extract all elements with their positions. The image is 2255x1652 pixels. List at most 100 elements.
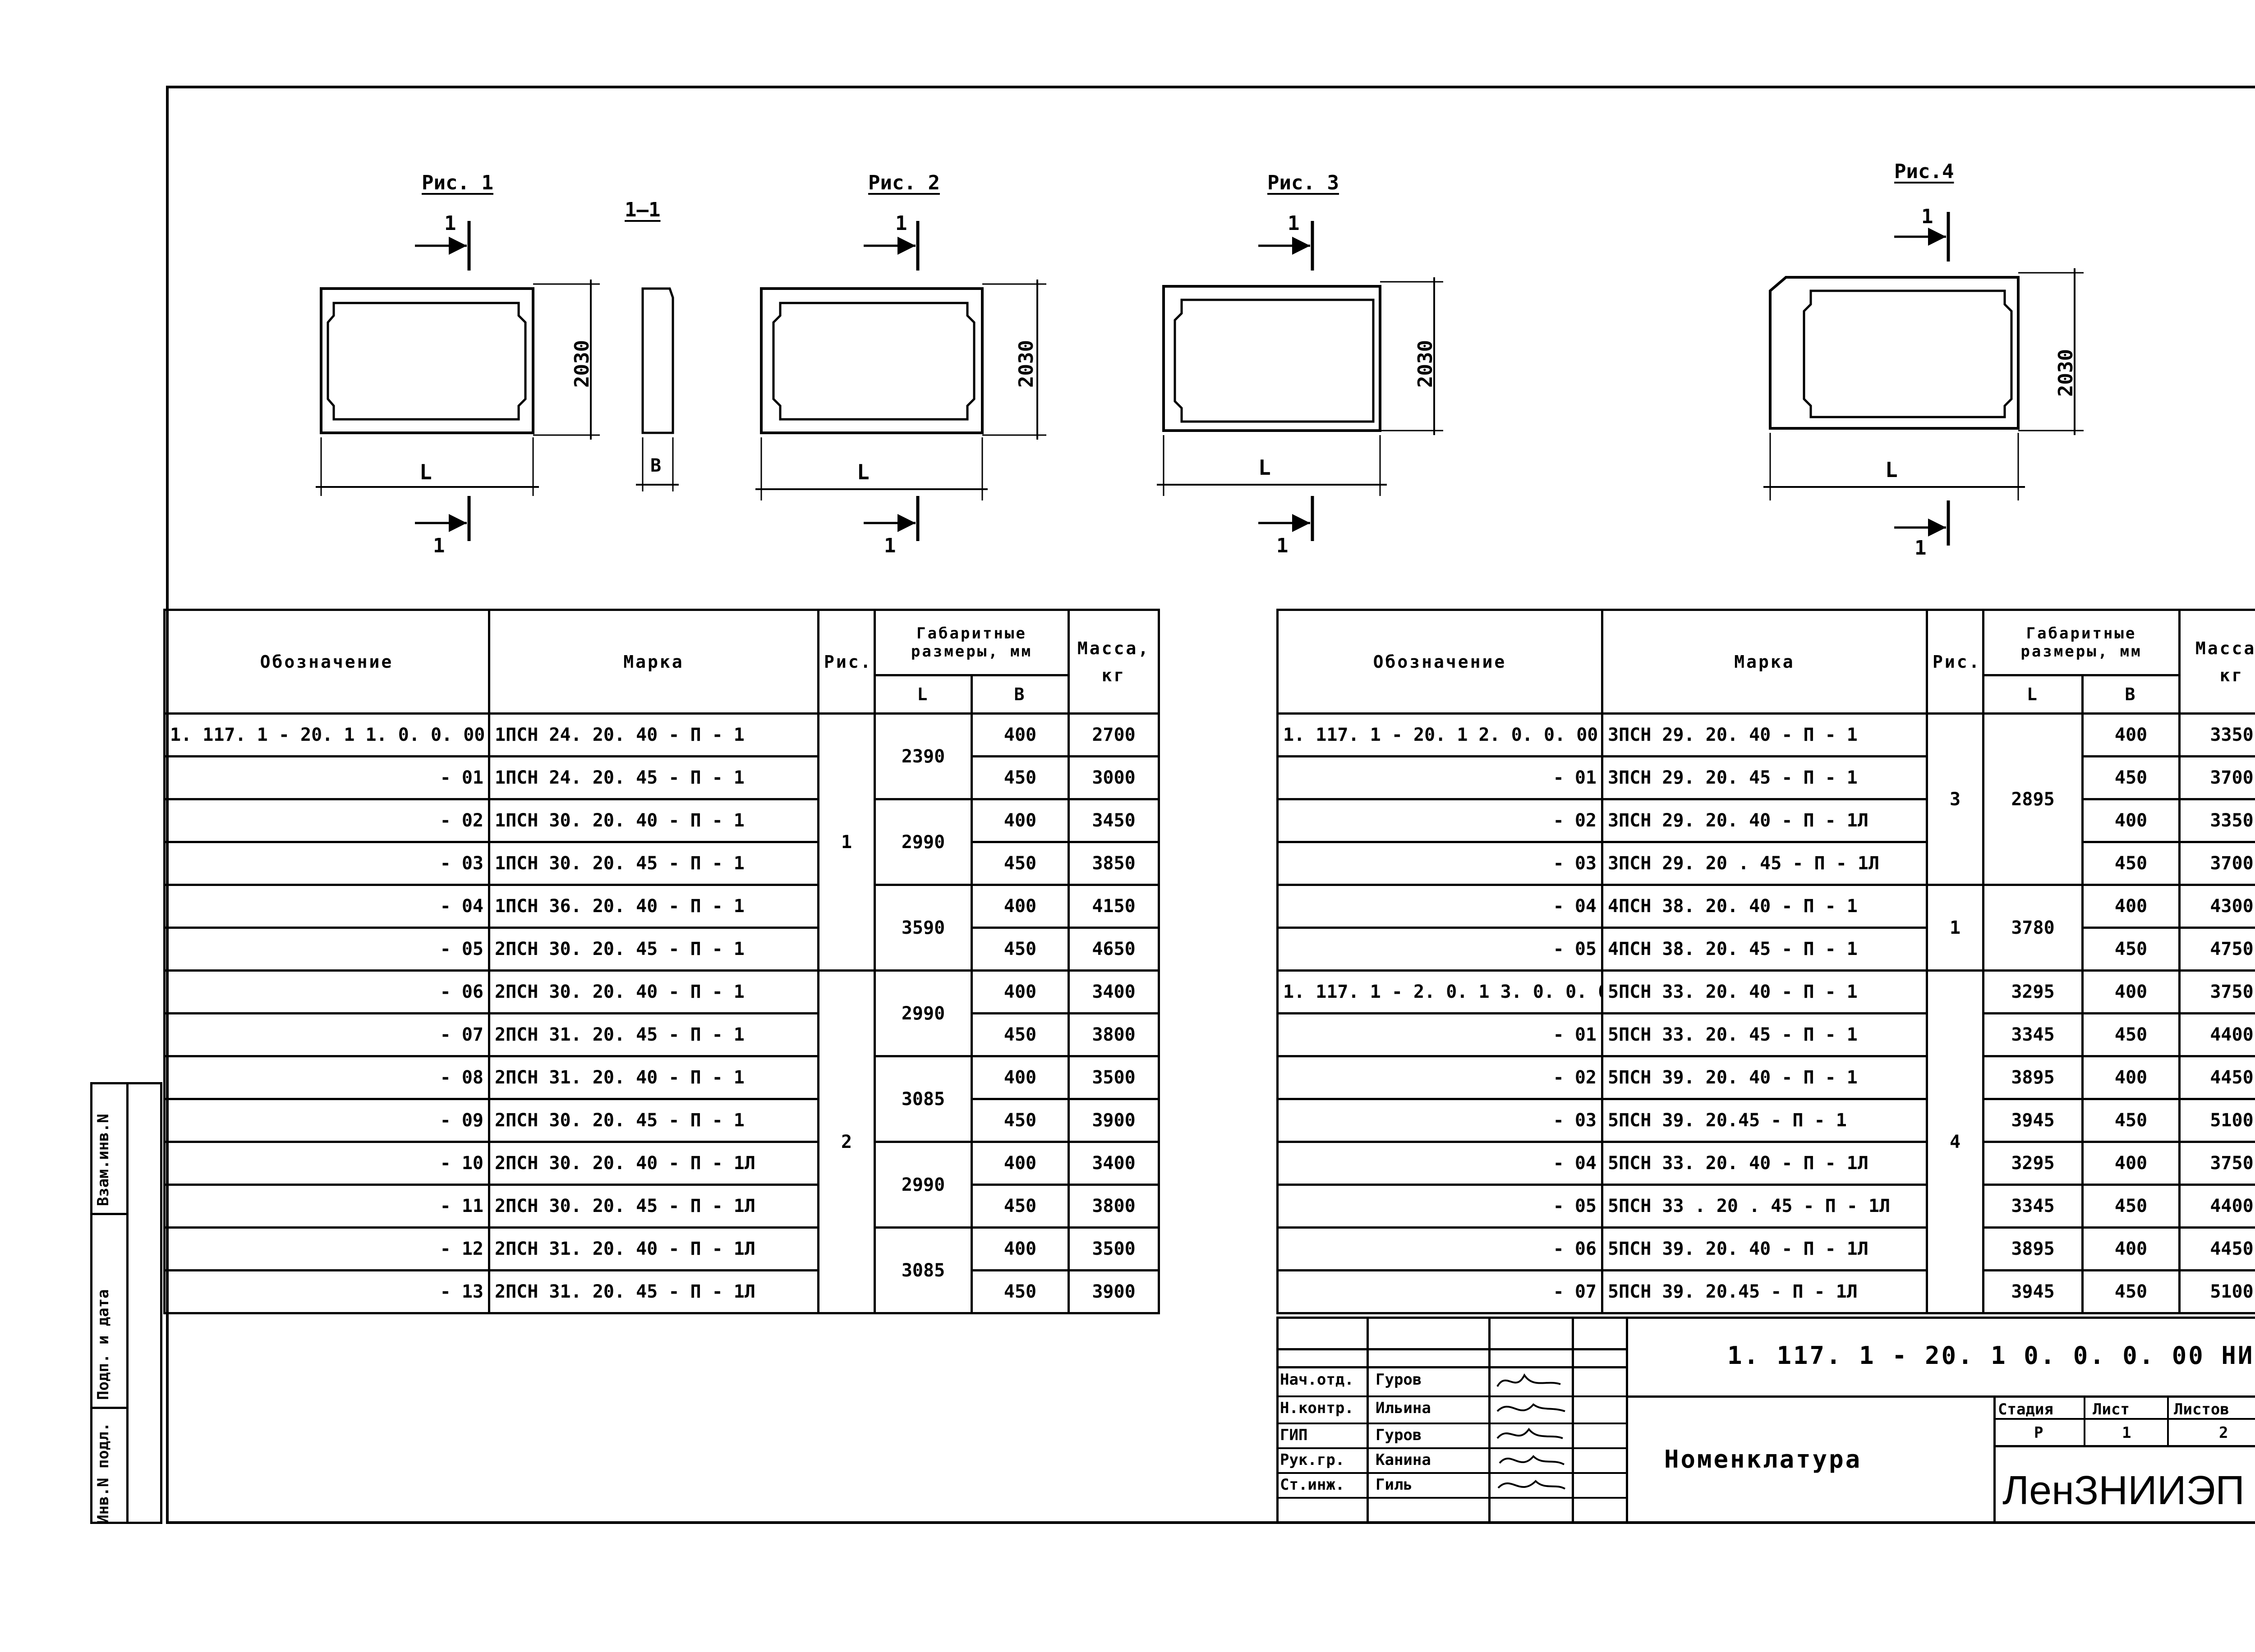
signer-role: Рук.гр. (1280, 1451, 1345, 1469)
cell-B: 400 (2081, 1141, 2181, 1186)
sheets-value: 2 (2219, 1424, 2228, 1442)
cell-B: 400 (971, 712, 1070, 757)
sign-date-label: Подп. и дата (94, 1289, 112, 1400)
inv-orig-label: Инв.N подл. (94, 1422, 112, 1524)
fig3-drawing (1157, 221, 1443, 541)
cell-B: 400 (971, 1141, 1070, 1186)
cell-B: 450 (2081, 1012, 2181, 1057)
cell-mass: 3700 (2178, 755, 2255, 800)
cell-mass: 2700 (1068, 712, 1160, 757)
fig4-label: Рис.4 (1894, 160, 1954, 183)
cell-mass: 3900 (1068, 1098, 1160, 1143)
cell-B: 400 (2081, 798, 2181, 843)
cell-mark: 4ПСН 38. 20. 40 - П - 1 (1601, 884, 1928, 929)
cell-mass: 3400 (1068, 969, 1160, 1014)
header-B: B (971, 674, 1070, 715)
cell-B: 450 (971, 927, 1070, 972)
header-mark: Марка (488, 609, 819, 715)
cell-mass: 3750 (2178, 969, 2255, 1014)
table-row: 1. 117. 1 - 2. 0. 1 3. 0. 0. 00 5ПСН 33. … (1276, 969, 2255, 1314)
cell-mass: 3500 (1068, 1055, 1160, 1100)
cell-L: 3945 (1982, 1098, 2084, 1143)
header-mark: Марка (1601, 609, 1928, 715)
cell-mass: 3800 (1068, 1012, 1160, 1057)
length-dim: L (1258, 455, 1271, 480)
cell-B: 450 (2081, 1098, 2181, 1143)
cell-mark: 2ПСН 31. 20. 40 - П - 1 (488, 1055, 819, 1100)
cell-B: 400 (2081, 884, 2181, 929)
header-B: B (2081, 674, 2181, 715)
cut-mark: 1 (1921, 205, 1933, 228)
cell-designation: - 04 (163, 884, 490, 929)
cell-mark: 2ПСН 30. 20. 40 - П - 1 (488, 969, 819, 1014)
cell-mark: 5ПСН 33. 20. 40 - П - 1Л (1601, 1141, 1928, 1186)
cell-designation: - 12 (163, 1226, 490, 1271)
cell-mark: 1ПСН 30. 20. 40 - П - 1 (488, 798, 819, 843)
height-dim: 2030 (571, 340, 594, 388)
cell-mark: 1ПСН 24. 20. 40 - П - 1 (488, 712, 819, 757)
length-dim: L (1885, 458, 1898, 482)
stage-value: Р (2034, 1424, 2043, 1442)
header-designation: Обозначение (1276, 609, 1603, 715)
cell-mark: 3ПСН 29. 20. 40 - П - 1 (1601, 712, 1928, 757)
cell-fig: 2 (817, 969, 876, 1314)
cell-L: 3295 (1982, 969, 2084, 1014)
cell-mass: 5100 (2178, 1269, 2255, 1314)
cell-designation: - 05 (1276, 927, 1603, 972)
cell-designation: - 05 (1276, 1184, 1603, 1229)
cell-designation: - 07 (163, 1012, 490, 1057)
sheets-label: Листов (2174, 1400, 2229, 1418)
fig2-drawing (755, 221, 1046, 541)
cell-mass: 3450 (1068, 798, 1160, 843)
signer-name: Гуров (1376, 1371, 1422, 1389)
cell-mark: 2ПСН 30. 20. 40 - П - 1Л (488, 1141, 819, 1186)
cell-designation: - 06 (163, 969, 490, 1014)
cell-mass: 4750 (2178, 927, 2255, 972)
cell-designation: - 13 (163, 1269, 490, 1314)
cell-L: 2990 (874, 969, 973, 1057)
cell-mass: 4300 (2178, 884, 2255, 929)
cell-B: 450 (971, 1184, 1070, 1229)
signer-name: Гиль (1376, 1476, 1413, 1494)
cell-L: 3590 (874, 884, 973, 972)
cell-mark: 2ПСН 30. 20. 45 - П - 1Л (488, 1184, 819, 1229)
cell-fig: 1 (1926, 884, 1984, 972)
cut-mark: 1 (1276, 534, 1289, 557)
cell-designation: - 07 (1276, 1269, 1603, 1314)
section-drawing (636, 287, 679, 491)
cell-designation: 1. 117. 1 - 2. 0. 1 3. 0. 0. 00 (1276, 969, 1603, 1014)
cell-mass: 3750 (2178, 1141, 2255, 1186)
cell-mass: 3500 (1068, 1226, 1160, 1271)
cell-L: 3085 (874, 1055, 973, 1143)
height-dim: 2030 (2054, 349, 2077, 397)
cell-designation: - 05 (163, 927, 490, 972)
fig4-drawing (1763, 212, 2084, 546)
cell-mark: 5ПСН 39. 20.45 - П - 1 (1601, 1098, 1928, 1143)
cell-L: 3345 (1982, 1012, 2084, 1057)
cell-designation: - 01 (1276, 755, 1603, 800)
header-L: L (874, 674, 973, 715)
cell-B: 450 (971, 1098, 1070, 1143)
cell-B: 400 (971, 1055, 1070, 1100)
signer-role: Нач.отд. (1280, 1371, 1354, 1389)
cell-mark: 3ПСН 29. 20 . 45 - П - 1Л (1601, 841, 1928, 886)
height-dim: 2030 (1414, 340, 1437, 388)
title-block: Нач.отд. Гуров Н.контр. Ильина ГИП Гуров… (1276, 1317, 2255, 1524)
signer-role: ГИП (1280, 1426, 1308, 1444)
